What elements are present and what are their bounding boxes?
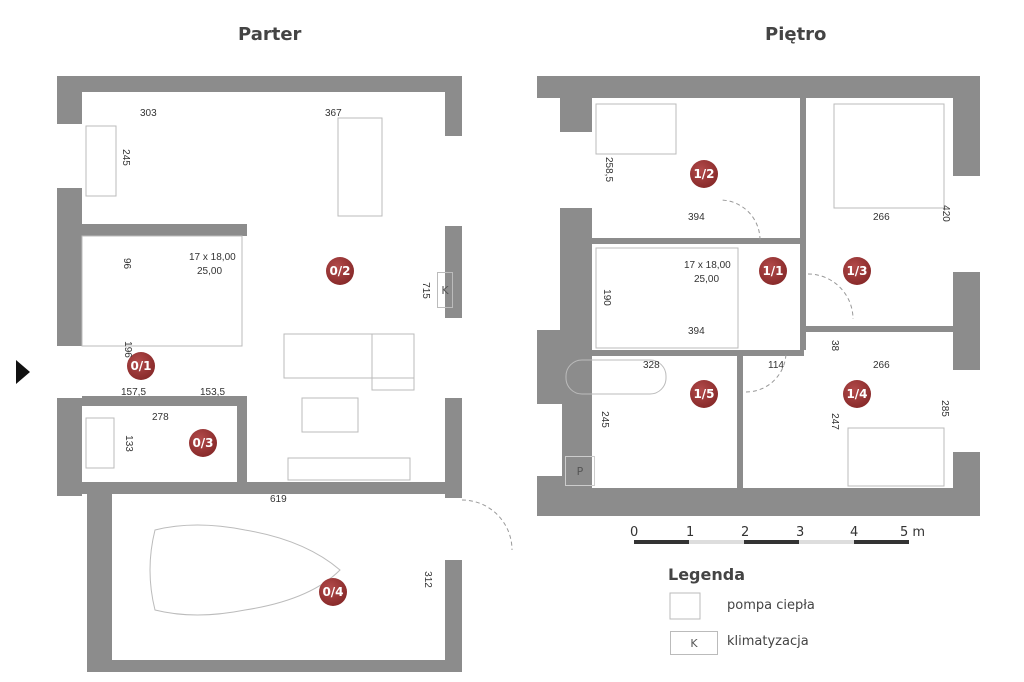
scale-tick-0: 0 bbox=[630, 525, 639, 540]
room-badge-0-3[interactable]: 0/3 bbox=[189, 429, 217, 457]
room-badge-0-1[interactable]: 0/1 bbox=[127, 352, 155, 380]
room-badge-0-2[interactable]: 0/2 bbox=[326, 257, 354, 285]
dim-420: 420 bbox=[939, 205, 951, 222]
room-badge-1-4[interactable]: 1/4 bbox=[843, 380, 871, 408]
room-badge-1-3[interactable]: 1/3 bbox=[843, 257, 871, 285]
ground-floor-title: Parter bbox=[238, 24, 302, 45]
dim-266-top: 266 bbox=[873, 212, 890, 223]
legend-title: Legenda bbox=[668, 565, 745, 584]
room-badge-0-4[interactable]: 0/4 bbox=[319, 578, 347, 606]
dim-394-stairs: 394 bbox=[688, 326, 705, 337]
dim-303: 303 bbox=[140, 108, 157, 119]
dim-38: 38 bbox=[829, 339, 841, 352]
scale-tick-5: 5 m bbox=[900, 525, 926, 540]
dim-157-5: 157,5 bbox=[121, 387, 147, 398]
room-badge-1-5[interactable]: 1/5 bbox=[690, 380, 718, 408]
scale-tick-3: 3 bbox=[796, 525, 805, 540]
ac-icon: K bbox=[670, 631, 718, 655]
ground-walls bbox=[57, 76, 462, 672]
room-badge-1-2[interactable]: 1/2 bbox=[690, 160, 718, 188]
entrance-arrow-icon bbox=[16, 360, 30, 384]
dim-715: 715 bbox=[419, 282, 431, 299]
dim-285: 285 bbox=[938, 400, 950, 417]
dim-247: 247 bbox=[828, 413, 840, 430]
dim-258-5: 258,5 bbox=[603, 156, 615, 183]
dim-245-upper: 245 bbox=[598, 411, 610, 428]
dim-394-top: 394 bbox=[688, 212, 705, 223]
dim-266-bottom: 266 bbox=[873, 360, 890, 371]
scale-bar bbox=[634, 540, 909, 544]
legend-heat-pump-label: pompa ciepła bbox=[727, 598, 815, 613]
dim-328: 328 bbox=[643, 360, 660, 371]
stairs-depth-upper: 25,00 bbox=[694, 274, 720, 285]
scale-tick-2: 2 bbox=[741, 525, 750, 540]
dim-312: 312 bbox=[421, 571, 433, 588]
upper-floor-title: Piętro bbox=[765, 24, 827, 45]
dim-96: 96 bbox=[121, 257, 133, 270]
stairs-depth: 25,00 bbox=[197, 266, 223, 277]
scale-tick-4: 4 bbox=[850, 525, 859, 540]
heat-pump-icon bbox=[669, 592, 701, 620]
furniture bbox=[81, 103, 945, 616]
room-badge-1-1[interactable]: 1/1 bbox=[759, 257, 787, 285]
ground-windows bbox=[57, 124, 462, 560]
scale-tick-1: 1 bbox=[686, 525, 695, 540]
stairs-count-upper: 17 x 18,00 bbox=[684, 260, 731, 271]
dim-367: 367 bbox=[325, 108, 342, 119]
legend-ac-label: klimatyzacja bbox=[727, 634, 809, 649]
dim-619: 619 bbox=[270, 494, 287, 505]
heat-pump-marker: P bbox=[565, 456, 595, 486]
dim-133: 133 bbox=[122, 435, 134, 452]
dim-278: 278 bbox=[152, 412, 169, 423]
ac-marker-ground: K bbox=[437, 272, 453, 308]
dim-190: 190 bbox=[600, 289, 612, 306]
dim-196: 196 bbox=[121, 341, 133, 358]
dim-114: 114 bbox=[768, 360, 784, 371]
dim-245: 245 bbox=[119, 149, 131, 166]
stairs-count: 17 x 18,00 bbox=[189, 252, 236, 263]
door-swings bbox=[461, 199, 854, 551]
dim-153-5: 153,5 bbox=[200, 387, 226, 398]
upper-windows bbox=[537, 132, 980, 476]
